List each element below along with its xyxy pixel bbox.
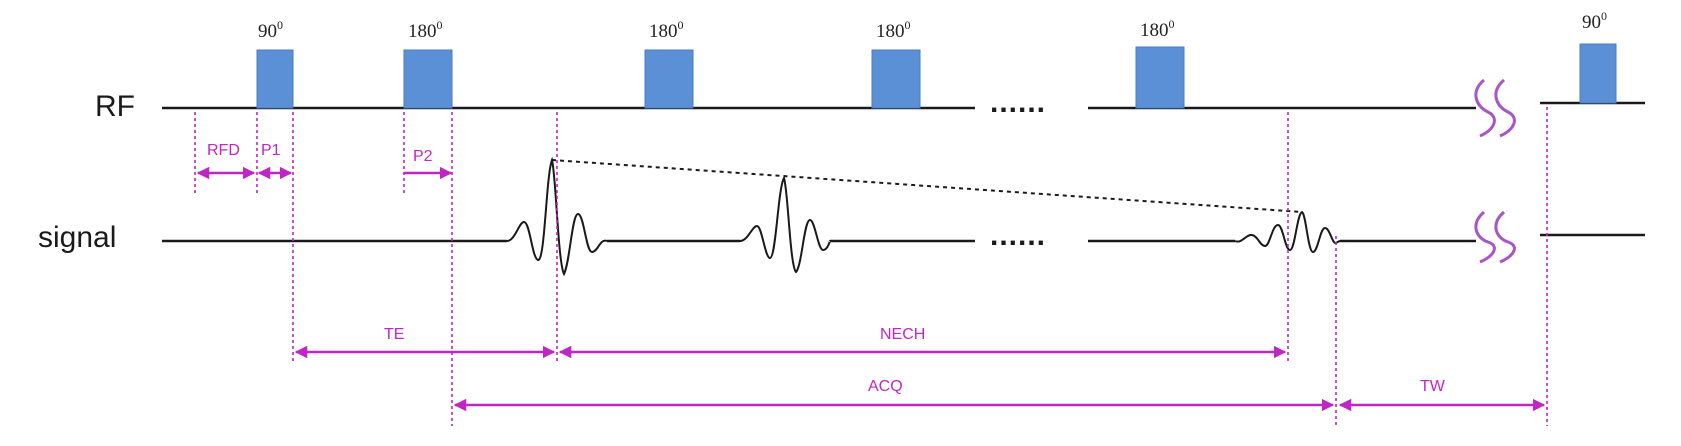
rf-pulse-180-2: 1800: [644, 18, 694, 109]
rf-pulse-180-3: 1800: [871, 18, 921, 109]
nech-label: NECH: [880, 326, 925, 343]
te-label: TE: [384, 326, 404, 343]
echo-signal-2: [739, 175, 831, 274]
signal-ellipsis: ......: [990, 219, 1046, 252]
acq-label: ACQ: [868, 378, 903, 395]
rf-pulse-180-1: 1800: [403, 18, 453, 109]
signal-baseline: [162, 233, 1645, 243]
pulse-angle-label: 900: [258, 18, 283, 42]
pulse-angle-label: 900: [1582, 9, 1607, 33]
timing-guides: [194, 107, 1548, 426]
decay-envelope: [551, 159, 1303, 213]
rf-pulse-90-first: 900: [256, 18, 294, 109]
nech-interval: NECH: [558, 326, 1287, 359]
rf-ellipsis: ......: [990, 86, 1046, 119]
p2-interval: P2: [404, 148, 453, 180]
rfd-label: RFD: [207, 142, 240, 159]
pulse-angle-label: 1800: [876, 18, 911, 42]
tw-interval: TW: [1338, 378, 1546, 412]
acq-interval: ACQ: [453, 378, 1335, 412]
rf-pulse-90-next: 900: [1579, 9, 1617, 104]
signal-row-label: signal: [38, 221, 116, 254]
p1-interval: P1: [257, 142, 293, 180]
rf-pulse-180-last: 1800: [1135, 17, 1185, 109]
rfd-interval: RFD: [196, 142, 256, 180]
p1-label: P1: [261, 142, 281, 159]
tw-label: TW: [1420, 378, 1446, 395]
pulse-angle-label: 1800: [408, 18, 443, 42]
time-break-symbol-rf: [1474, 78, 1516, 138]
p2-label: P2: [413, 148, 433, 165]
echo-signal-last: [1234, 210, 1341, 254]
time-break-symbol-signal: [1474, 210, 1516, 264]
pulse-angle-label: 1800: [649, 18, 684, 42]
pulse-angle-label: 1800: [1140, 17, 1175, 41]
rf-row-label: RF: [95, 90, 135, 123]
te-interval: TE: [294, 326, 556, 359]
